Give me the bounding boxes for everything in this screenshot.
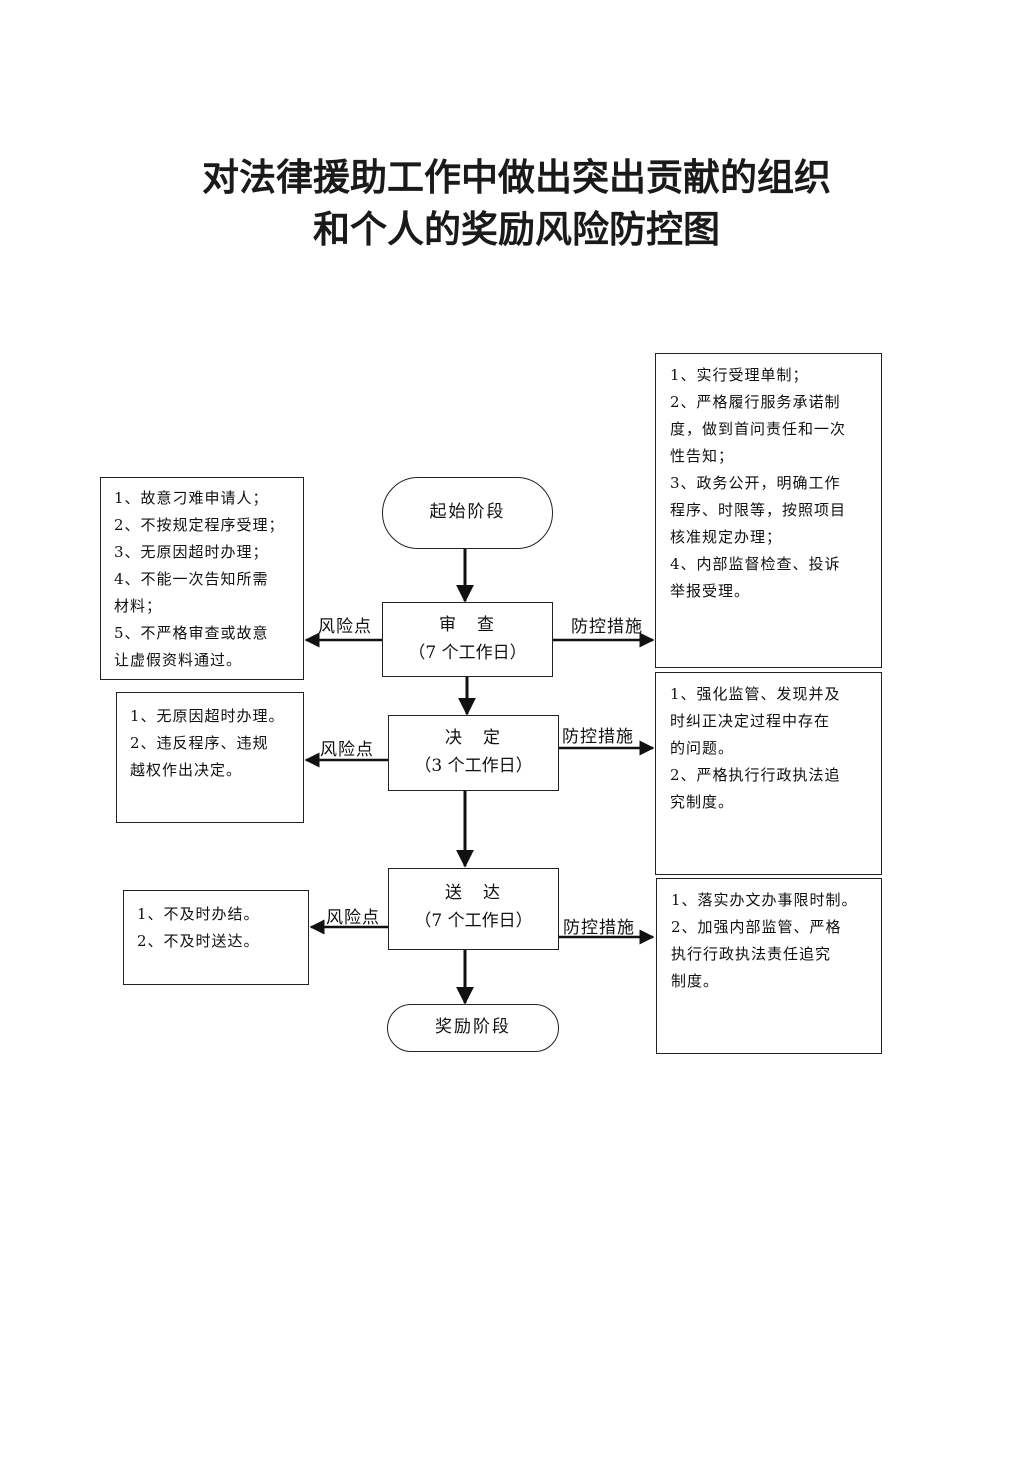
diagram-title-line2: 和个人的奖励风险防控图 (313, 208, 720, 251)
control-line: 2、严格执行行政执法追 (670, 766, 841, 784)
control-line: 核准规定办理； (670, 528, 783, 546)
risk-line: 3、无原因超时办理； (114, 543, 269, 561)
risk-line: 让虚假资料通过。 (114, 651, 243, 669)
start-stage: 起始阶段 (382, 477, 553, 549)
risk-line: 1、无原因超时办理。 (130, 707, 285, 725)
control-box-review: 1、实行受理单制； 2、严格履行服务承诺制 度，做到首问责任和一次 性告知； 3… (655, 353, 882, 668)
stage-decide: 决 定 （3 个工作日） (388, 715, 559, 791)
control-line: 4、内部监督检查、投诉 (670, 555, 841, 573)
control-line: 的问题。 (670, 739, 735, 757)
risk-line: 5、不严格审查或故意 (114, 624, 269, 642)
control-line: 时纠正决定过程中存在 (670, 712, 831, 730)
control-box-decide: 1、强化监管、发现并及 时纠正决定过程中存在 的问题。 2、严格执行行政执法追 … (655, 672, 882, 875)
risk-box-decide: 1、无原因超时办理。 2、违反程序、违规 越权作出决定。 (116, 692, 304, 823)
risk-line: 2、不按规定程序受理； (114, 516, 285, 534)
control-line: 制度。 (671, 972, 720, 990)
end-stage: 奖励阶段 (387, 1004, 559, 1052)
risk-line: 1、故意刁难申请人； (114, 489, 269, 507)
risk-line: 2、不及时送达。 (137, 932, 260, 950)
stage-review-days: （7 个工作日） (408, 643, 527, 663)
risk-line: 1、不及时办结。 (137, 905, 260, 923)
control-line: 度，做到首问责任和一次 (670, 420, 847, 438)
risk-line: 4、不能一次告知所需 (114, 570, 269, 588)
control-line: 1、落实办文办事限时制。 (671, 891, 858, 909)
stage-deliver-days: （7 个工作日） (414, 911, 533, 931)
control-line: 3、政务公开，明确工作 (670, 474, 841, 492)
stage-decide-days: （3 个工作日） (414, 756, 533, 776)
control-line: 究制度。 (670, 793, 735, 811)
risk-box-review: 1、故意刁难申请人； 2、不按规定程序受理； 3、无原因超时办理； 4、不能一次… (100, 477, 304, 680)
risk-label-3: 风险点 (326, 908, 380, 928)
control-line: 举报受理。 (670, 582, 751, 600)
stage-decide-name: 决 定 (445, 728, 502, 748)
risk-line: 越权作出决定。 (130, 761, 243, 779)
risk-box-deliver: 1、不及时办结。 2、不及时送达。 (123, 890, 309, 985)
risk-label-1: 风险点 (318, 617, 372, 637)
control-label-3: 防控措施 (563, 918, 635, 938)
control-box-deliver: 1、落实办文办事限时制。 2、加强内部监管、严格 执行行政执法责任追究 制度。 (656, 878, 882, 1054)
stage-deliver-name: 送 达 (445, 883, 502, 903)
control-line: 1、强化监管、发现并及 (670, 685, 841, 703)
control-line: 程序、时限等，按照项目 (670, 501, 847, 519)
control-line: 2、严格履行服务承诺制 (670, 393, 841, 411)
control-line: 1、实行受理单制； (670, 366, 809, 384)
control-line: 执行行政执法责任追究 (671, 945, 832, 963)
stage-deliver: 送 达 （7 个工作日） (388, 868, 559, 950)
risk-line: 2、违反程序、违规 (130, 734, 269, 752)
control-label-1: 防控措施 (571, 617, 643, 637)
risk-label-2: 风险点 (320, 740, 374, 760)
risk-line: 材料； (114, 597, 163, 615)
control-label-2: 防控措施 (562, 727, 634, 747)
control-line: 性告知； (670, 447, 735, 465)
diagram-title-line1: 对法律援助工作中做出突出贡献的组织 (202, 156, 831, 199)
stage-review: 审 查 （7 个工作日） (382, 602, 553, 677)
control-line: 2、加强内部监管、严格 (671, 918, 842, 936)
stage-review-name: 审 查 (439, 615, 496, 635)
